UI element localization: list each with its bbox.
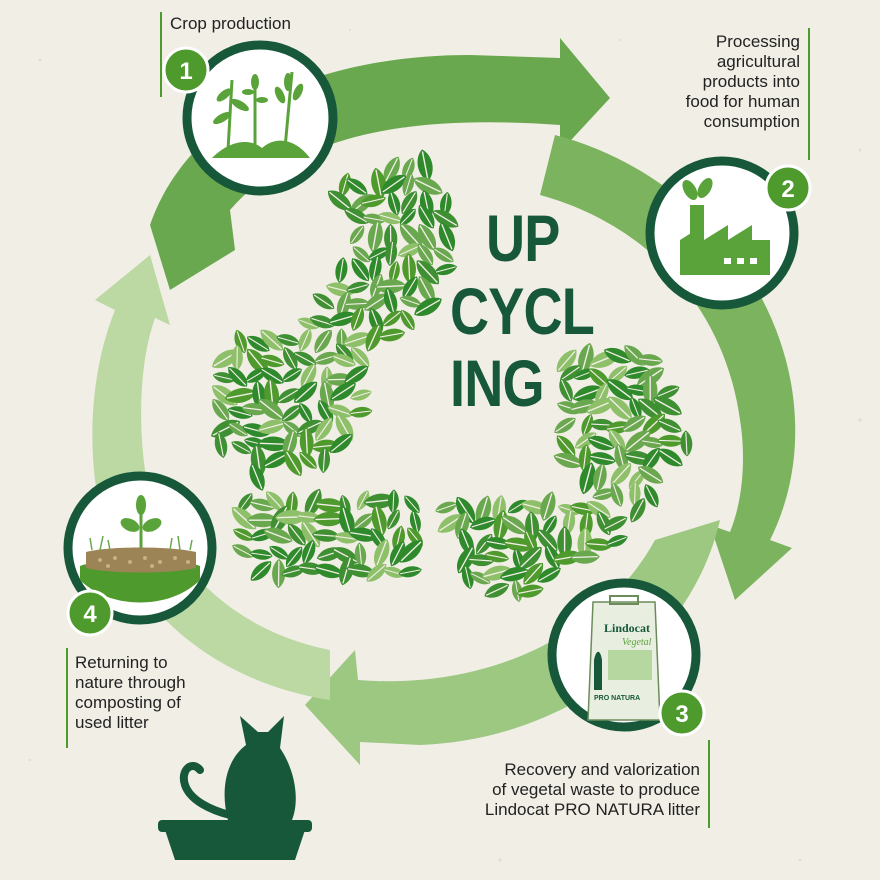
step-1-badge: 1 bbox=[162, 46, 210, 94]
step-3-label-line: Recovery and valorization bbox=[504, 760, 700, 779]
step-4-label-line: composting of bbox=[75, 693, 181, 712]
step-2-badge: 2 bbox=[764, 164, 812, 212]
step-1-label: Crop production bbox=[170, 14, 291, 33]
crop-plants-icon bbox=[212, 71, 310, 158]
step-2-label-line: agricultural bbox=[716, 52, 800, 71]
cat-in-litter-box-icon bbox=[158, 716, 312, 860]
step-3-accent-bar bbox=[708, 740, 710, 828]
title-line-ing: ING bbox=[450, 346, 545, 420]
step-4-icon-circle bbox=[63, 471, 217, 625]
step-2-label-line: products into bbox=[702, 72, 800, 91]
step-4-number: 4 bbox=[83, 601, 97, 628]
recycle-leaf bbox=[353, 541, 368, 569]
factory-icon bbox=[680, 178, 770, 275]
recycle-leaf bbox=[386, 488, 400, 515]
step-4-label: Returning to nature through composting o… bbox=[75, 653, 186, 733]
step-3-label-line: of vegetal waste to produce bbox=[492, 780, 700, 799]
compost-soil-icon bbox=[80, 495, 200, 603]
recycle-leaf bbox=[348, 405, 374, 420]
step-3-icon-circle: Lindocat Vegetal PRO NATURA bbox=[547, 578, 701, 732]
step-3-label: Recovery and valorization of vegetal was… bbox=[485, 760, 700, 820]
recycle-leaf bbox=[679, 429, 694, 458]
step-1-icon-circle bbox=[182, 40, 338, 196]
step-2-label-line: consumption bbox=[703, 112, 800, 131]
recycle-leaf bbox=[332, 255, 350, 285]
arrow-segment-bottom bbox=[305, 520, 720, 765]
bag-line: PRO NATURA bbox=[594, 695, 640, 702]
recycle-leaf bbox=[345, 222, 369, 248]
step-3-badge: 3 bbox=[658, 689, 706, 737]
recycle-leaf bbox=[550, 412, 580, 439]
step-2-label: Processing agricultural products into fo… bbox=[686, 32, 800, 132]
title-line-up: UP bbox=[486, 201, 560, 275]
step-4-label-line: nature through bbox=[75, 673, 186, 692]
recycle-leaf bbox=[294, 325, 316, 355]
step-2-label-line: Processing bbox=[715, 32, 800, 51]
litter-bag-icon: Lindocat Vegetal PRO NATURA bbox=[587, 595, 661, 721]
step-3-label-line: Lindocat PRO NATURA litter bbox=[484, 800, 700, 819]
step-2-label-line: food for human bbox=[685, 92, 800, 111]
recycle-leaf bbox=[245, 556, 277, 586]
step-1-number: 1 bbox=[179, 58, 192, 85]
step-4-label-line: Returning to bbox=[75, 653, 168, 672]
bag-brand: Lindocat bbox=[604, 621, 650, 635]
paper-texture bbox=[28, 28, 862, 862]
step-1-accent-bar bbox=[160, 12, 162, 97]
recycle-leaf bbox=[433, 498, 460, 517]
step-4-label-line: used litter bbox=[75, 713, 149, 732]
step-3-number: 3 bbox=[675, 701, 688, 728]
step-4-accent-bar bbox=[66, 648, 68, 748]
step-2-accent-bar bbox=[808, 28, 810, 160]
step-4-badge: 4 bbox=[66, 589, 114, 637]
step-2-number: 2 bbox=[781, 176, 794, 203]
bag-sub: Vegetal bbox=[622, 637, 652, 648]
title-line-cycl: CYCL bbox=[450, 274, 595, 348]
recycle-leaf bbox=[248, 547, 274, 562]
step-2-icon-circle bbox=[645, 156, 799, 310]
